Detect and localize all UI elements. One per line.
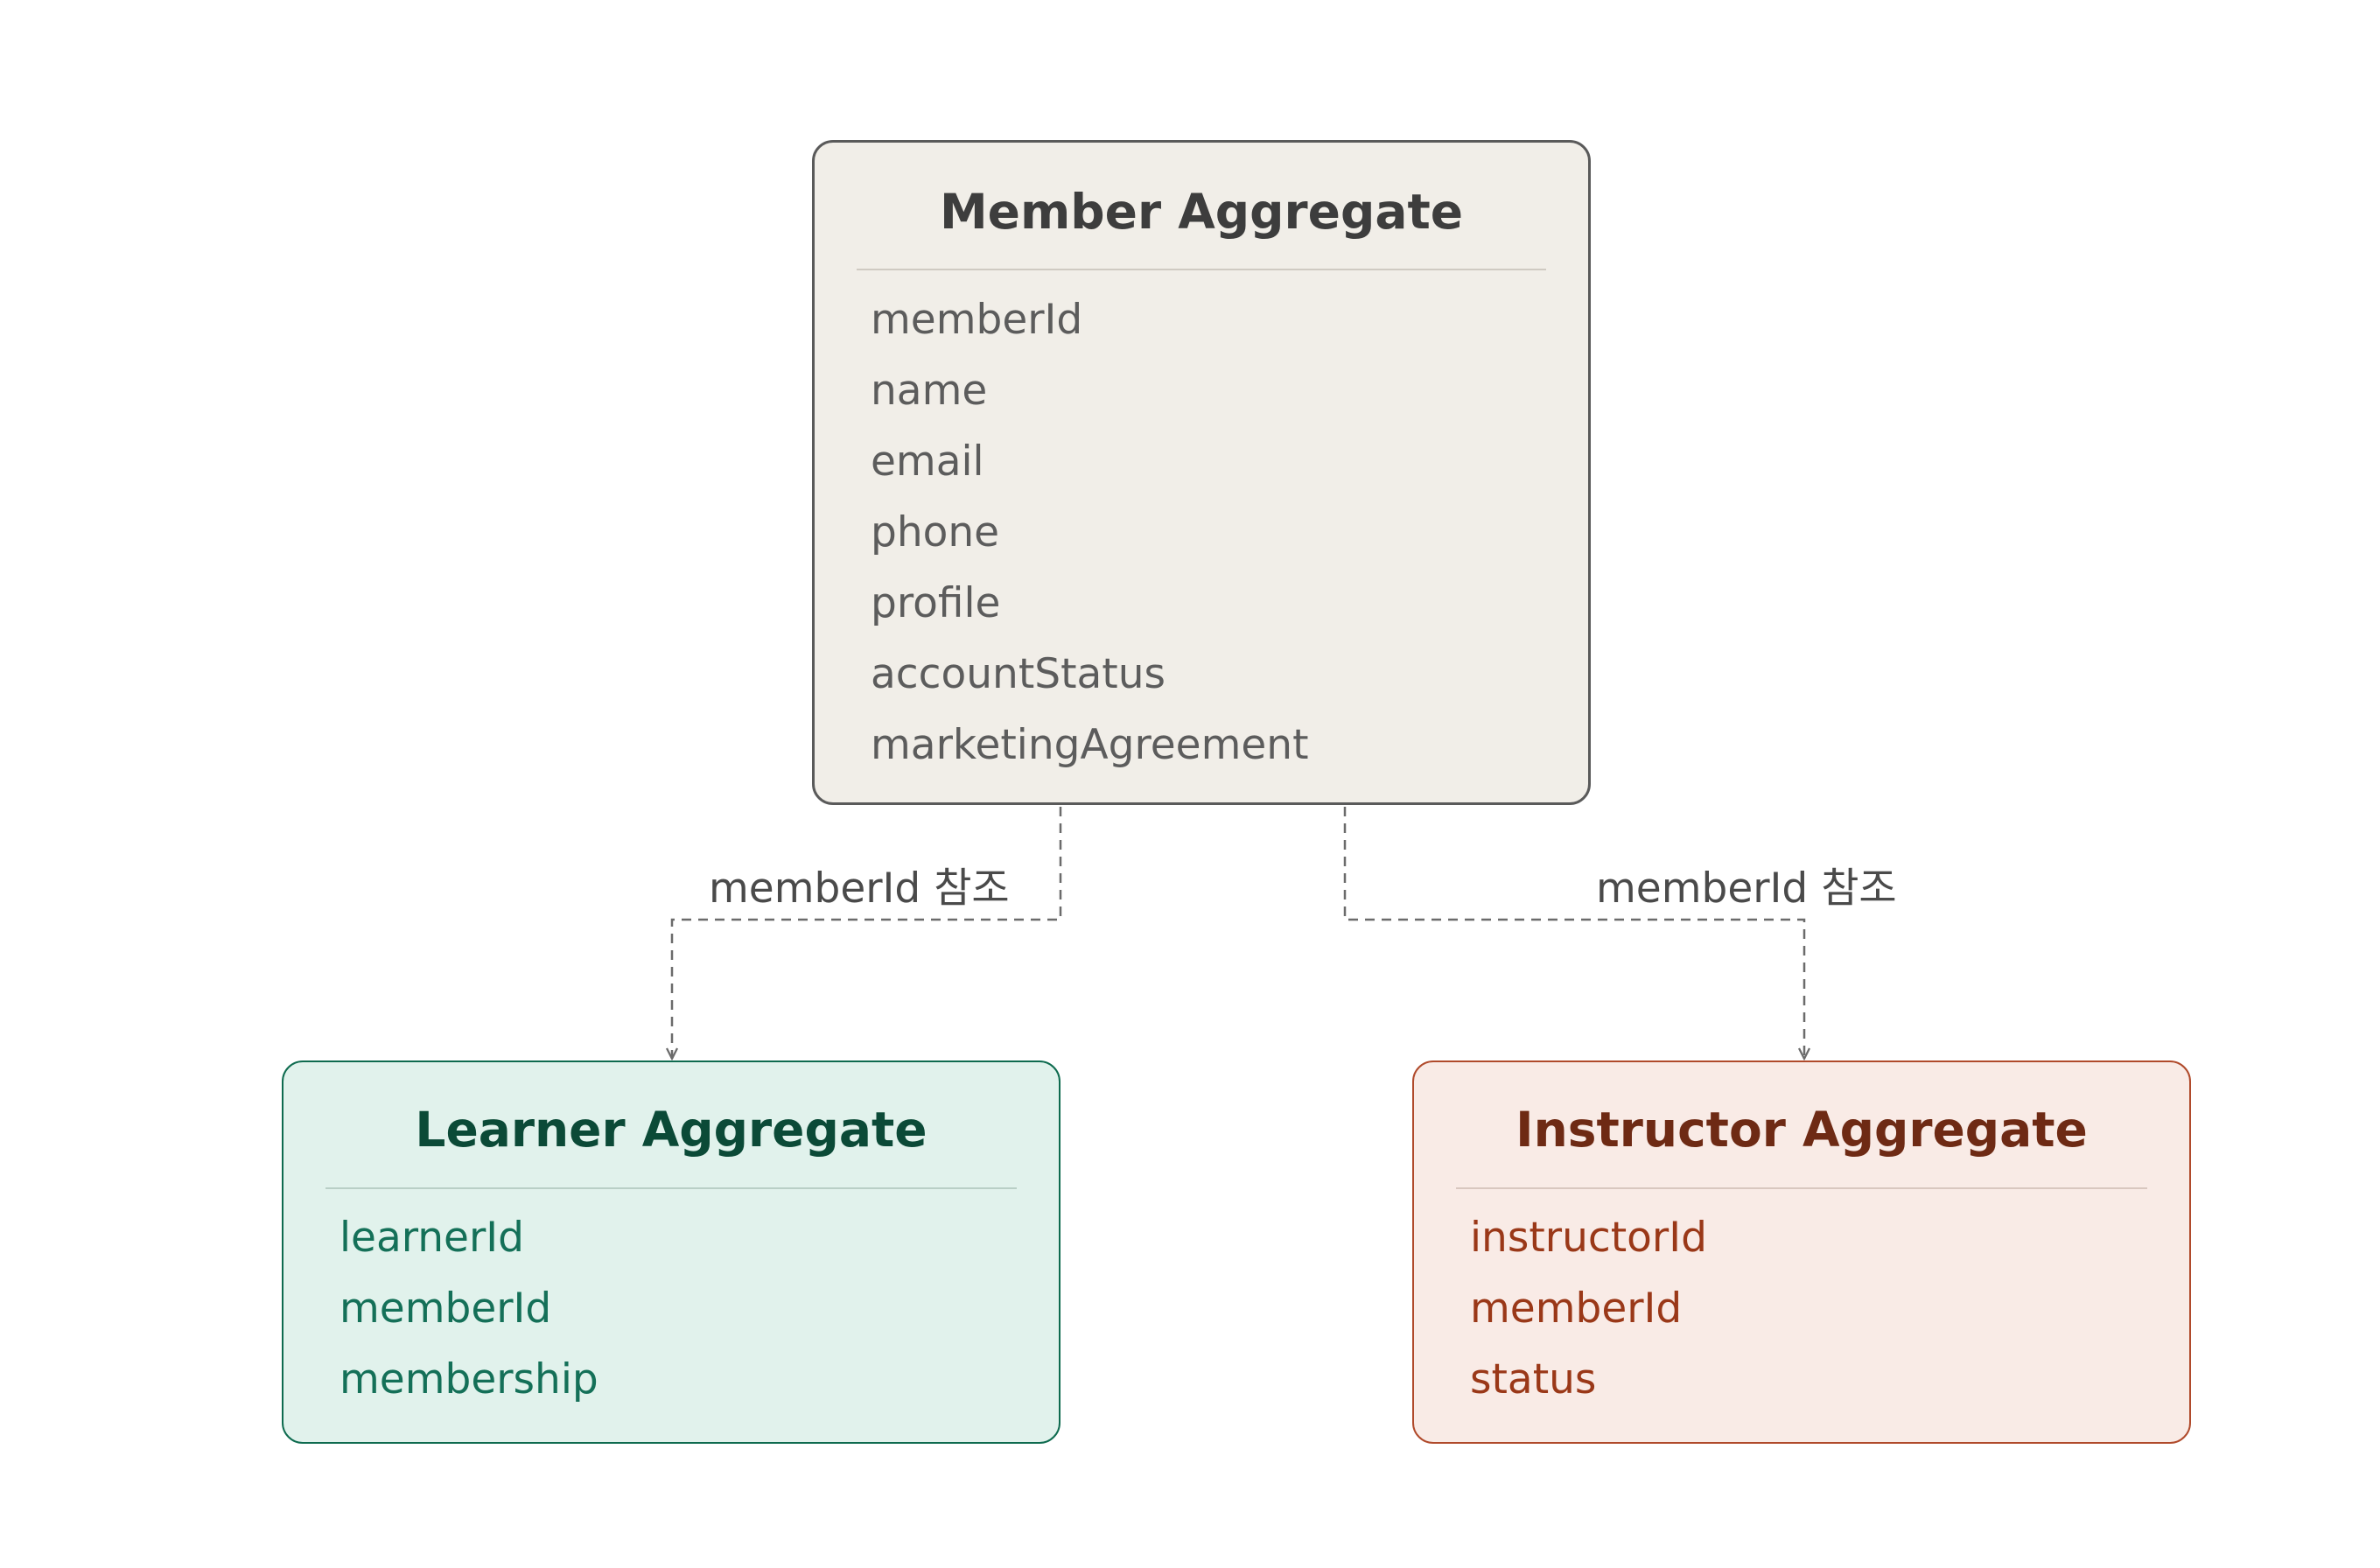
instructor-aggregate-fields: instructorId memberId status bbox=[1470, 1202, 1707, 1415]
member-aggregate-box: Member Aggregate memberId name email pho… bbox=[812, 140, 1591, 805]
member-field: marketingAgreement bbox=[871, 721, 1309, 769]
instructor-field: instructorId bbox=[1470, 1214, 1707, 1262]
learner-field: memberId bbox=[340, 1284, 552, 1333]
edge-member-to-instructor bbox=[1343, 807, 1804, 1059]
instructor-aggregate-title: Instructor Aggregate bbox=[1516, 1102, 2088, 1158]
learner-aggregate-box: Learner Aggregate learnerId memberId mem… bbox=[282, 1060, 1060, 1444]
member-field: phone bbox=[871, 508, 1000, 556]
instructor-aggregate-divider bbox=[1456, 1187, 2147, 1189]
edge-member-to-learner bbox=[672, 807, 1062, 1059]
learner-field: membership bbox=[340, 1355, 598, 1404]
member-aggregate-title: Member Aggregate bbox=[939, 184, 1464, 240]
learner-field: learnerId bbox=[340, 1214, 524, 1262]
member-field: email bbox=[871, 438, 984, 486]
member-field: accountStatus bbox=[871, 650, 1166, 698]
member-field: name bbox=[871, 367, 988, 415]
edge-label-instructor: memberId 참조 bbox=[1596, 864, 1897, 913]
member-aggregate-fields: memberId name email phone profile accoun… bbox=[871, 284, 1309, 780]
learner-aggregate-title: Learner Aggregate bbox=[415, 1102, 928, 1158]
edge-label-learner: memberId 참조 bbox=[709, 864, 1010, 913]
member-aggregate-divider bbox=[857, 269, 1546, 270]
member-field: profile bbox=[871, 579, 1001, 627]
learner-aggregate-fields: learnerId memberId membership bbox=[340, 1202, 598, 1415]
instructor-field: memberId bbox=[1470, 1284, 1683, 1333]
member-field: memberId bbox=[871, 296, 1083, 344]
instructor-field: status bbox=[1470, 1355, 1597, 1404]
learner-aggregate-divider bbox=[326, 1187, 1017, 1189]
instructor-aggregate-box: Instructor Aggregate instructorId member… bbox=[1412, 1060, 2191, 1444]
